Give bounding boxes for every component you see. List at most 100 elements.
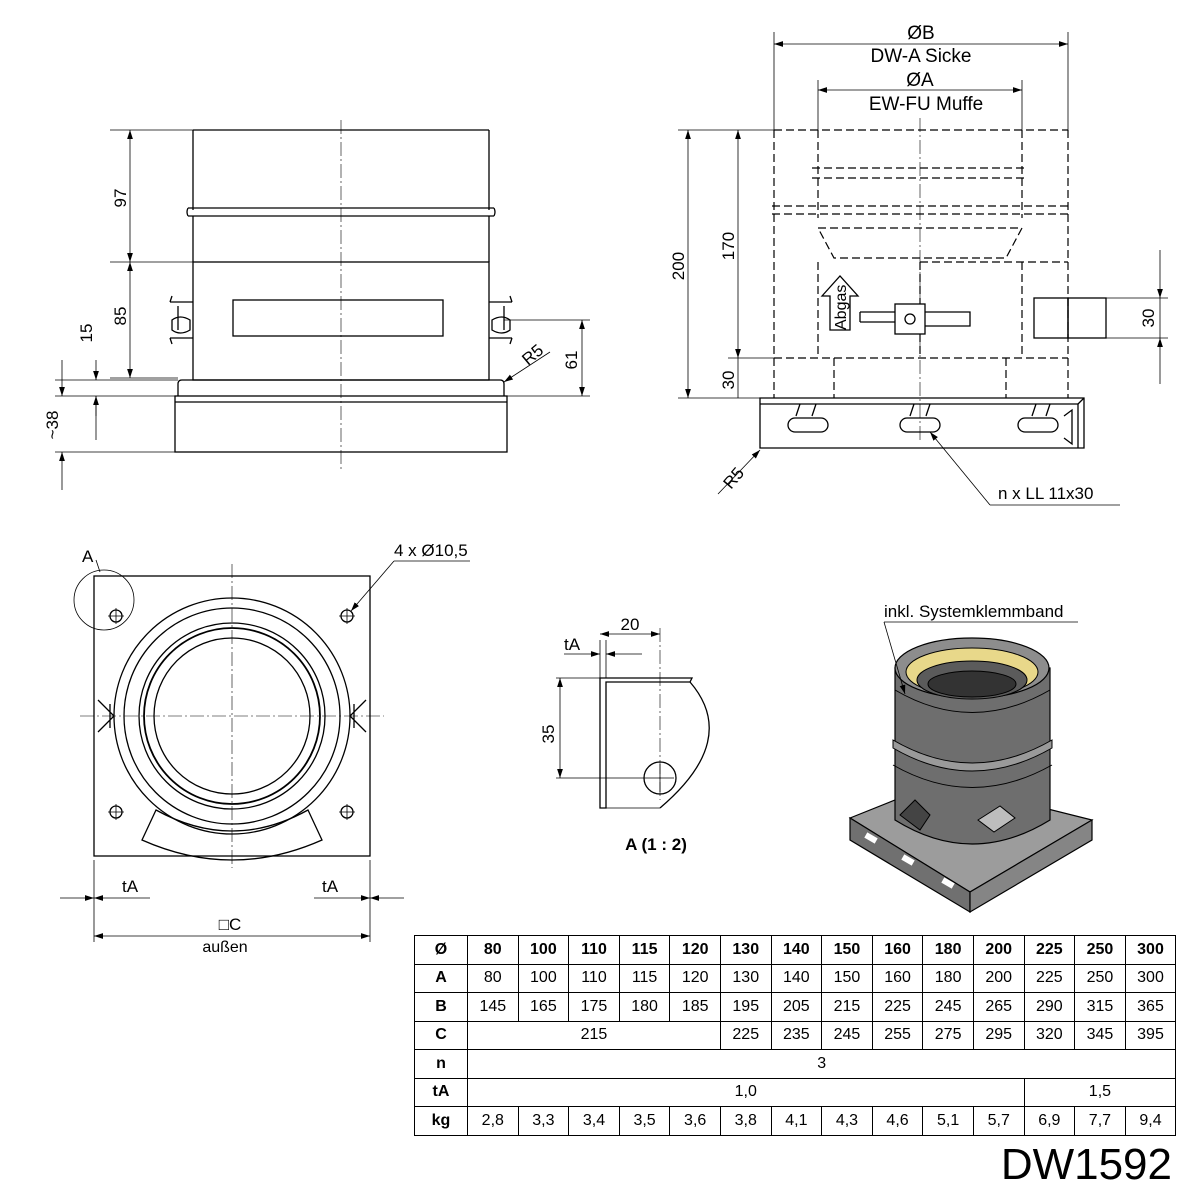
table-cell: 140 (770, 963, 823, 993)
table-header-cell: 100 (517, 935, 570, 965)
table-cell: 100 (517, 963, 570, 993)
plan-view: A 4 x Ø10,5 tA tA □C außen (60, 541, 470, 956)
table-cell: 3 (466, 1049, 1177, 1079)
table-cell: 1,0 (467, 1077, 1025, 1107)
table-cell: 120 (669, 963, 721, 993)
dim-85: 85 (111, 307, 130, 326)
table-cell: 175 (568, 992, 620, 1022)
table-cell: 165 (517, 992, 570, 1022)
table-header-cell: 110 (568, 935, 620, 965)
dim-170: 170 (719, 232, 738, 260)
table-cell: 300 (1124, 963, 1177, 993)
table-header-cell: 180 (922, 935, 974, 965)
row-key: kg (414, 1106, 468, 1136)
side-view: Abgas ØB DW-A Sicke ØA EW-FU Muffe (669, 23, 1168, 506)
detail-caption: A (1 : 2) (625, 835, 687, 854)
table-cell: 2,8 (467, 1106, 519, 1136)
table-cell: 215 (467, 1020, 721, 1050)
dim-200: 200 (669, 252, 688, 280)
table-cell: 365 (1124, 992, 1177, 1022)
table-header-cell: 250 (1074, 935, 1126, 965)
clamp-icon (859, 303, 971, 335)
table-cell: 245 (821, 1020, 873, 1050)
detail-marker: A (82, 547, 94, 566)
table-cell: 4,3 (821, 1106, 873, 1136)
detail-height: 35 (539, 725, 558, 744)
table-cell: 3,6 (669, 1106, 721, 1136)
table-cell: 295 (972, 1020, 1025, 1050)
table-cell: 180 (618, 992, 671, 1022)
ta-left: tA (122, 877, 139, 896)
row-key: n (414, 1049, 468, 1079)
iso-view: inkl. Systemklemmband (848, 602, 1094, 914)
table-cell: 5,1 (922, 1106, 974, 1136)
table-header-cell: 130 (719, 935, 772, 965)
table-cell: 250 (1074, 963, 1126, 993)
table-cell: 225 (1023, 963, 1076, 993)
table-cell: 180 (922, 963, 974, 993)
dim-38: ~38 (43, 411, 62, 440)
dim-15: 15 (77, 324, 96, 343)
table-cell: 205 (770, 992, 823, 1022)
dia-a-label: EW-FU Muffe (869, 94, 983, 115)
table-header-cell: 225 (1023, 935, 1076, 965)
table-cell: 110 (568, 963, 620, 993)
table-cell: 80 (467, 963, 519, 993)
slot-label: n x LL 11x30 (998, 484, 1093, 503)
table-cell: 4,1 (770, 1106, 823, 1136)
table-cell: 3,8 (719, 1106, 772, 1136)
table-cell: 3,3 (517, 1106, 570, 1136)
front-view: 97 85 15 ~38 61 R5 (43, 120, 590, 490)
table-cell: 115 (618, 963, 671, 993)
table-header-cell: 140 (770, 935, 823, 965)
table-cell: 150 (821, 963, 873, 993)
table-cell: 345 (1074, 1020, 1126, 1050)
dia-b-symbol: ØB (907, 23, 934, 44)
table-header-cell: 300 (1124, 935, 1177, 965)
clamp-right-icon (489, 295, 513, 345)
table-cell: 200 (972, 963, 1025, 993)
clamp-left-icon (169, 295, 193, 345)
table-cell: 265 (972, 992, 1025, 1022)
table-cell: 6,9 (1023, 1106, 1076, 1136)
table-header-cell: 115 (618, 935, 671, 965)
table-header-cell: 150 (821, 935, 873, 965)
flow-arrow-icon: Abgas (820, 275, 860, 331)
table-cell: 225 (719, 1020, 772, 1050)
table-cell: 320 (1023, 1020, 1076, 1050)
table-cell: 5,7 (972, 1106, 1025, 1136)
table-cell: 225 (871, 992, 924, 1022)
detail-width: 20 (621, 615, 640, 634)
table-cell: 130 (719, 963, 772, 993)
table-cell: 195 (719, 992, 772, 1022)
table-cell: 395 (1124, 1020, 1177, 1050)
table-cell: 7,7 (1074, 1106, 1126, 1136)
mounting-hole-icon (108, 608, 355, 820)
dim-61: 61 (562, 351, 581, 370)
detail-a-view: 35 20 tA A (1 : 2) (539, 615, 710, 854)
dia-b-label: DW-A Sicke (870, 46, 971, 67)
table-cell: 255 (871, 1020, 924, 1050)
dim-30-right: 30 (1139, 309, 1158, 328)
table-header-cell: 160 (871, 935, 924, 965)
table-header-cell: Ø (414, 935, 468, 965)
table-cell: 3,5 (618, 1106, 671, 1136)
iso-label: inkl. Systemklemmband (884, 602, 1064, 621)
dim-97: 97 (111, 189, 130, 208)
width-c: □C (219, 915, 242, 934)
row-key: A (414, 963, 468, 993)
table-cell: 160 (871, 963, 924, 993)
model-code: DW1592 (1000, 1140, 1172, 1189)
abgas-label: Abgas (833, 285, 850, 330)
dia-a-symbol: ØA (906, 70, 934, 91)
row-key: tA (414, 1077, 468, 1107)
row-key: C (414, 1020, 468, 1050)
radius-r5-front: R5 (518, 341, 547, 370)
